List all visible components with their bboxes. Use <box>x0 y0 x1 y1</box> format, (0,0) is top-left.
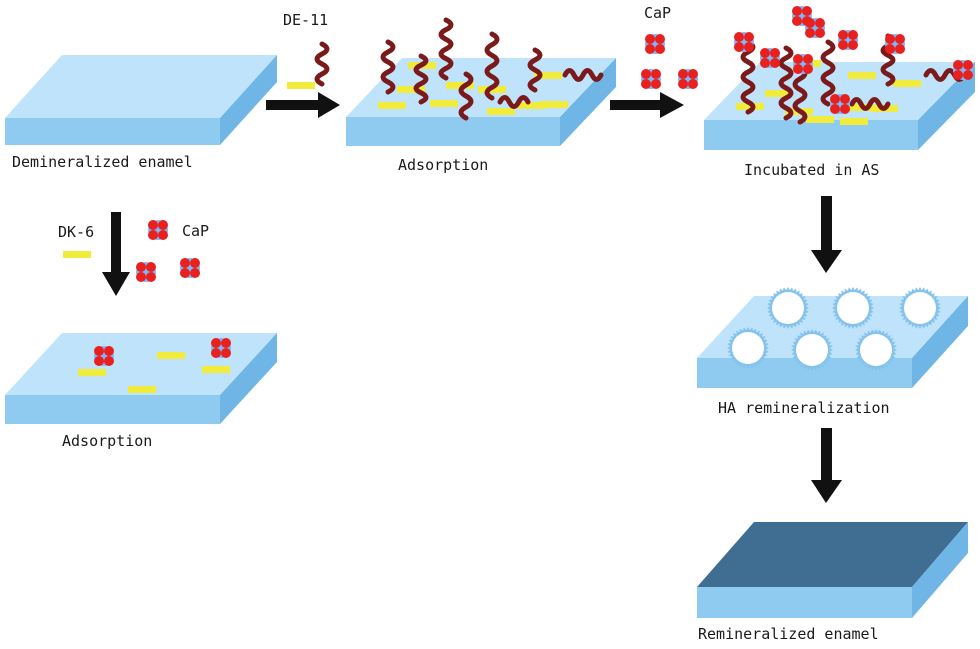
ha-crystal-icon <box>727 327 769 369</box>
dk6-rod-icon <box>848 72 876 79</box>
dk6-rod-icon <box>765 90 793 97</box>
slab-demineralized <box>5 55 277 145</box>
label-cap-top: CaP <box>644 4 671 22</box>
label-de11: DE-11 <box>283 11 328 29</box>
dk6-rod-icon <box>446 82 474 89</box>
cap-cluster-icon <box>953 60 973 80</box>
de11-chain-icon <box>458 71 474 121</box>
dk6-rod-icon <box>846 104 874 111</box>
dk6-rod-icon <box>397 86 425 93</box>
de11-chain-icon <box>413 53 429 105</box>
cap-cluster-icon <box>830 94 850 114</box>
dk6-rod-icon <box>202 366 230 373</box>
caption-remineralized: Remineralized enamel <box>698 625 879 643</box>
dk6-rod-icon <box>736 103 764 110</box>
de11-chain-icon <box>438 17 454 81</box>
caption-adsorption-left: Adsorption <box>62 432 152 450</box>
ha-crystal-icon <box>899 287 941 329</box>
ha-crystal-icon <box>855 329 897 371</box>
cap-cluster-icon <box>180 258 200 278</box>
de11-chain-icon <box>497 95 531 109</box>
cap-cluster-icon <box>678 69 698 89</box>
de11-chain-icon <box>484 31 500 101</box>
dk6-rod-icon <box>78 369 106 376</box>
de11-chain-icon <box>792 65 808 125</box>
dk6-rod-icon <box>287 82 315 89</box>
de11-chain-icon <box>820 39 836 107</box>
cap-cluster-icon <box>136 262 156 282</box>
dk6-rod-icon <box>128 386 156 393</box>
cap-cluster-icon <box>148 220 168 240</box>
ha-crystals <box>727 287 941 371</box>
dk6-rod-icon <box>430 100 458 107</box>
caption-incubated: Incubated in AS <box>744 161 879 179</box>
slab-adsorption-left <box>5 333 277 424</box>
arrow-down-2 <box>811 428 842 503</box>
cap-cluster-icon <box>793 54 813 74</box>
cap-clusters <box>94 6 973 366</box>
de11-chain-icon <box>380 39 396 95</box>
label-cap-left: CaP <box>182 222 209 240</box>
cap-cluster-icon <box>838 30 858 50</box>
dk6-rod-icon <box>63 251 91 258</box>
caption-ha: HA remineralization <box>718 399 890 417</box>
cap-cluster-icon <box>734 32 754 52</box>
slab-remineralized <box>697 522 968 618</box>
dk6-rod-icon <box>534 72 562 79</box>
dk6-rod-icon <box>893 80 921 87</box>
cap-cluster-icon <box>211 338 231 358</box>
cap-cluster-icon <box>645 34 665 54</box>
arrow-down-1 <box>811 196 842 273</box>
cap-cluster-icon <box>641 69 661 89</box>
caption-demineralized: Demineralized enamel <box>12 153 193 171</box>
dk6-rod-icon <box>378 102 406 109</box>
ha-crystal-icon <box>791 329 833 371</box>
de11-chain-icon <box>849 97 891 111</box>
de11-chain-icon <box>314 41 330 87</box>
de11-chain-icon <box>778 45 794 121</box>
dk6-rod-icon <box>806 116 834 123</box>
de11-chain-icon <box>527 47 543 93</box>
de11-chain-icon <box>740 39 756 115</box>
dk6-rod-icon <box>487 108 515 115</box>
slab-incubated <box>704 62 975 150</box>
arrow-down-left <box>102 212 130 296</box>
dk6-rod-icon <box>157 352 185 359</box>
de11-chain-icon <box>562 68 604 82</box>
cap-cluster-icon <box>94 346 114 366</box>
cap-cluster-icon <box>760 48 780 68</box>
dk6-rod-icon <box>540 101 568 108</box>
label-dk6: DK-6 <box>58 223 94 241</box>
dk6-rod-icon <box>518 102 546 109</box>
cap-cluster-icon <box>805 18 825 38</box>
ha-crystal-icon <box>832 287 874 329</box>
dk6-rod-icon <box>840 118 868 125</box>
cap-cluster-icon <box>885 34 905 54</box>
ha-crystal-icon <box>767 287 809 329</box>
arrow-right-2 <box>610 92 684 118</box>
peptide-chains <box>314 17 967 125</box>
caption-adsorption-top: Adsorption <box>398 156 488 174</box>
arrow-right-1 <box>266 92 340 118</box>
